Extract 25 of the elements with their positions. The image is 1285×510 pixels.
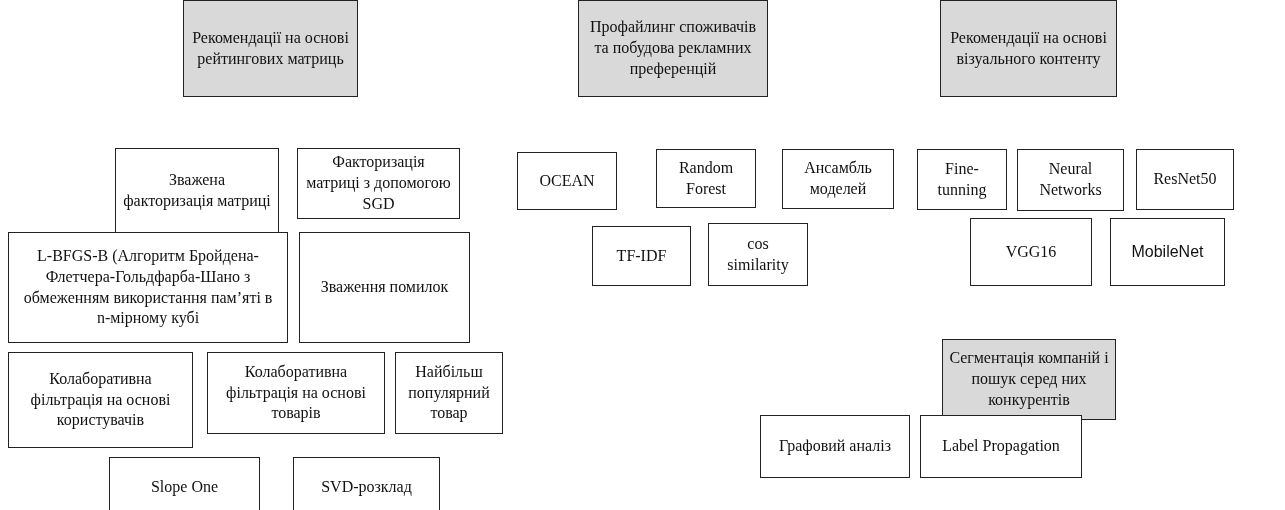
method-box: VGG16 <box>970 218 1092 286</box>
method-box: Зважена факторизація матриці <box>115 148 279 234</box>
category-box: Рекомендації на основі рейтингових матриць <box>183 0 358 97</box>
method-box: Зваження помилок <box>299 232 470 343</box>
method-box: MobileNet <box>1110 218 1225 286</box>
method-box: Random Forest <box>656 149 756 208</box>
method-box: SVD-розклад <box>293 457 440 510</box>
method-box: Колаборативна фільтрація на основі користувачів <box>8 352 193 448</box>
method-box: cos similarity <box>708 223 808 286</box>
method-box: Факторизація матриці з допомогою SGD <box>297 148 460 219</box>
method-box: L-BFGS-B (Алгоритм Бройдена-Флетчера-Гольдфарба-Шано з обмеженням використання пам’яті в n-мірному кубі <box>8 232 288 343</box>
method-box: OCEAN <box>517 152 617 210</box>
method-box: Label Propagation <box>920 415 1082 478</box>
method-box: TF-IDF <box>592 226 691 286</box>
method-box: Fine-tunning <box>917 149 1007 210</box>
method-box: Ансамбль моделей <box>782 149 894 209</box>
method-box: Slope One <box>109 457 260 510</box>
method-box: Neural Networks <box>1017 149 1124 211</box>
method-box: Найбільш популярний товар <box>395 352 503 434</box>
category-box: Профайлинг споживачів та побудова рекламних преференцій <box>578 0 768 97</box>
method-box: Колаборативна фільтрація на основі товарів <box>207 352 385 434</box>
method-box: Графовий аналіз <box>760 415 910 478</box>
method-box: ResNet50 <box>1136 149 1234 210</box>
category-box: Сегментація компаній і пошук серед них конкурентів <box>942 339 1116 420</box>
category-box: Рекомендації на основі візуального контенту <box>940 0 1117 97</box>
